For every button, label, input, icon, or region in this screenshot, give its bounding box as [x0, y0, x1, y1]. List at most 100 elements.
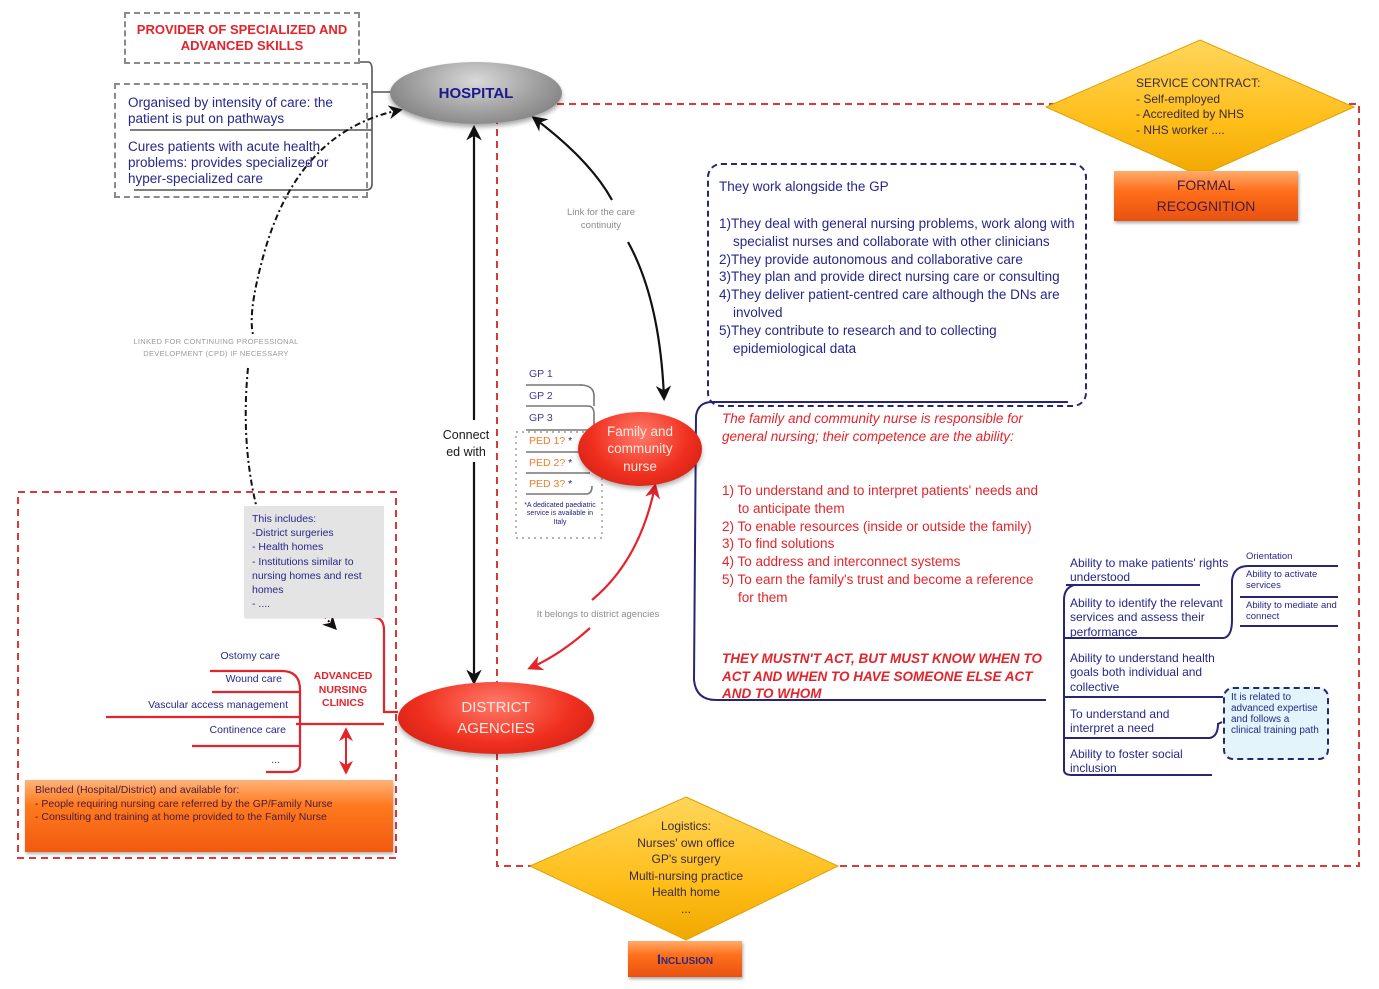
includes-title: This includes: — [252, 513, 317, 525]
hospital-pathways-text: Organised by intensity of care: the pati… — [128, 95, 333, 127]
clinic-item: ... — [271, 754, 280, 766]
includes-item: - Health homes — [252, 541, 324, 554]
includes-item: - Institutions similar to nursing homes … — [252, 555, 362, 596]
district-label-line1: DISTRICT — [461, 699, 531, 716]
formal-recognition-badge: FORMAL RECOGNITION — [1114, 171, 1298, 221]
care-continuity-link — [531, 116, 613, 201]
ped-note: *A dedicated paediatric service is avail… — [524, 502, 596, 526]
ped-asterisk: * — [568, 457, 573, 469]
cpd-label: Linked for continuing professional devel… — [116, 336, 316, 360]
work-box-item: 2)They provide autonomous and collaborat… — [719, 251, 1023, 267]
abilities-tree — [1063, 565, 1338, 776]
district-label-line2: AGENCIES — [457, 720, 535, 737]
logistics-diamond — [528, 796, 840, 941]
formal-recognition-line2: RECOGNITION — [1156, 198, 1256, 214]
work-box-item: 3)They plan and provide direct nursing c… — [719, 269, 1060, 285]
blended-item: - People requiring nursing care referred… — [35, 797, 333, 810]
competence-item: 5) To earn the family's trust and become… — [722, 572, 1034, 605]
service-contract-item: - Self-employed — [1136, 91, 1221, 106]
inclusion-badge: Inclusion — [628, 941, 742, 977]
blended-item: - Consulting and training at home provid… — [35, 811, 327, 824]
competence-item: 2) To enable resources (inside or outsid… — [722, 518, 1032, 534]
ability-item: Ability to make patients' rights underst… — [1070, 556, 1229, 585]
logistics-item: GP's surgery — [651, 852, 721, 867]
clinics-label-line1: ADVANCED — [313, 670, 373, 682]
ped-label: PED 1? — [529, 435, 566, 447]
ped-item: PED 3? * — [529, 478, 572, 490]
fcn-label-line3: nurse — [623, 458, 657, 474]
care-continuity-label-line1: Link for the care — [566, 207, 636, 218]
belongs-link — [591, 482, 661, 601]
clinic-item: Ostomy care — [220, 650, 280, 662]
work-box-list: 1)They deal with general nursing problem… — [719, 215, 1077, 358]
work-box-intro: They work alongside the GP — [719, 179, 889, 194]
hospital-node-label: HOSPITAL — [438, 84, 514, 102]
blended-availability-box: Blended (Hospital/District) and availabl… — [25, 780, 393, 852]
ped-asterisk: * — [568, 478, 573, 490]
logistics-text: Logistics: Nurses' own office GP's surge… — [596, 818, 776, 917]
ped-label: PED 3? — [529, 478, 566, 490]
gp-item: GP 3 — [529, 412, 553, 424]
hospital-bracket — [134, 61, 373, 191]
gp-item: GP 2 — [529, 390, 553, 402]
connected-label-line1: Connect — [442, 428, 490, 442]
cpd-label-line2: development (CPD) if necessary — [143, 349, 289, 358]
work-box-item: 1)They deal with general nursing problem… — [719, 216, 1075, 249]
advanced-expertise-note: It is related to advanced expertise and … — [1223, 687, 1329, 760]
clinic-item: Wound care — [225, 673, 282, 685]
includes-box: This includes: -District surgeries - Hea… — [244, 506, 384, 618]
connected-with-label: Connect ed with — [436, 427, 496, 461]
sub-ability-item: Ability to mediate and connect — [1246, 600, 1337, 622]
ability-item: Ability to understand health goals both … — [1070, 651, 1215, 694]
family-community-nurse-node[interactable]: Family and community nurse — [578, 412, 702, 486]
clinics-label-line3: CLINICS — [322, 697, 364, 710]
work-box-item: 5)They contribute to research and to col… — [719, 322, 997, 356]
service-contract-item: - Accredited by NHS — [1136, 107, 1245, 122]
service-contract-text: SERVICE CONTRACT: - Self-employed - Accr… — [1136, 76, 1266, 138]
formal-recognition-line1: FORMAL — [1176, 177, 1236, 193]
service-contract-title: SERVICE CONTRACT: — [1136, 76, 1261, 90]
hospital-info-box: Organised by intensity of care: the pati… — [114, 83, 368, 198]
hospital-node[interactable]: HOSPITAL — [390, 62, 562, 124]
blended-title: Blended (Hospital/District) and availabl… — [35, 784, 240, 796]
ped-label: PED 2? — [529, 457, 566, 469]
ped-asterisk: * — [568, 435, 573, 447]
ability-item: To understand and interpret a need — [1070, 707, 1170, 736]
fcn-label-line2: community — [607, 441, 673, 457]
clinic-item: Continence care — [209, 724, 286, 736]
competence-item: 3) To find solutions — [722, 536, 835, 552]
main-care-frame — [496, 103, 1360, 867]
logistics-item: ... — [680, 901, 691, 916]
logistics-title: Logistics: — [660, 819, 712, 833]
competence-list: 1) To understand and to interpret patien… — [722, 482, 1052, 607]
work-box-item: 4)They deliver patient-centred care alth… — [719, 287, 1060, 321]
advanced-nursing-clinics-label: ADVANCED NURSING CLINICS — [300, 670, 386, 711]
care-continuity-label: Link for the care continuity — [556, 207, 646, 233]
cpd-label-line1: Linked for continuing professional — [133, 337, 299, 346]
gp-item: GP 1 — [529, 368, 553, 380]
logistics-item: Nurses' own office — [637, 835, 735, 850]
ped-item: PED 2? * — [529, 457, 572, 469]
competence-intro: The family and community nurse is respon… — [722, 411, 1023, 444]
competence-bracket — [692, 401, 1068, 701]
ped-dotted-box — [515, 431, 603, 539]
logistics-item: Health home — [651, 885, 721, 900]
ability-item: Ability to foster social inclusion — [1070, 747, 1183, 776]
district-agencies-node[interactable]: DISTRICT AGENCIES — [398, 682, 594, 754]
hospital-acute-care-text: Cures patients with acute health problem… — [128, 139, 329, 187]
care-continuity-label-line2: continuity — [580, 219, 622, 231]
fcn-label-line1: Family and — [606, 423, 674, 439]
clinic-item: Vascular access management — [148, 699, 288, 711]
competence-item: 4) To address and interconnect systems — [722, 554, 961, 570]
work-alongside-gp-box: They work alongside the GP 1)They deal w… — [707, 163, 1087, 407]
competence-warning: THEY MUSTN'T ACT, BUT MUST KNOW WHEN TO … — [722, 651, 1042, 702]
sub-ability-item: Ability to activate services — [1246, 569, 1318, 591]
includes-item: - .... — [252, 598, 271, 611]
ped-item: PED 1? * — [529, 435, 572, 447]
clinics-label-line2: NURSING — [318, 683, 368, 696]
service-contract-item: - NHS worker .... — [1136, 122, 1225, 137]
competence-item: 1) To understand and to interpret patien… — [722, 483, 1039, 516]
includes-item: -District surgeries — [252, 527, 334, 540]
belongs-label: It belongs to district agencies — [520, 609, 676, 622]
